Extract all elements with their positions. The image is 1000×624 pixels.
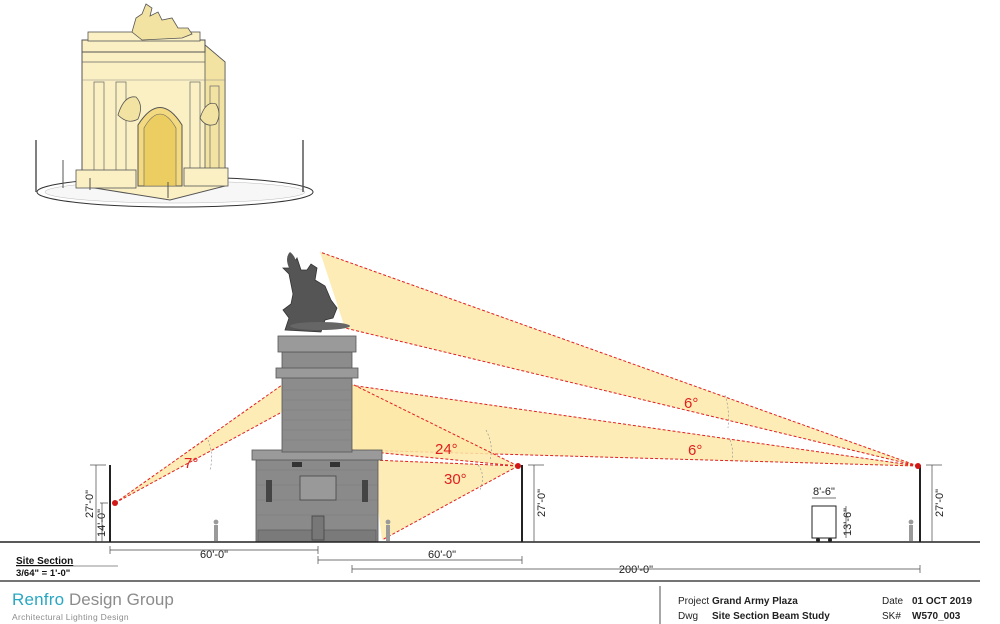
angle-upper-beam-top: 6°: [684, 395, 698, 412]
beam-mid-lower: [372, 460, 518, 540]
section-title: Site Section: [16, 556, 74, 567]
light-poles: [109, 463, 921, 542]
statue-silhouette: [282, 257, 338, 333]
light-beams: [114, 251, 919, 541]
arch-perspective-sketch: [35, 3, 314, 208]
dim-right-distance: 200'-0": [619, 564, 653, 576]
truck-and-figures: [213, 505, 914, 542]
project-label: Project: [678, 596, 710, 607]
dimension-lines: [90, 464, 942, 573]
dwg-value: Site Section Beam Study: [712, 611, 830, 622]
brand-tagline: Architectural Lighting Design: [12, 612, 129, 622]
date-value: 01 OCT 2019: [912, 596, 973, 607]
dim-left-light-height: 14'-0": [96, 509, 108, 537]
angle-mid-upper: 24°: [435, 441, 458, 458]
dim-truck-height: 13'-6": [842, 508, 854, 536]
dim-left-pole-height: 27'-0": [84, 490, 96, 518]
section-scale: 3/64" = 1'-0": [16, 568, 71, 579]
dim-right-pole-height: 27'-0": [934, 489, 946, 517]
project-value: Grand Army Plaza: [712, 596, 798, 607]
angle-left-beam: 7°: [184, 455, 198, 472]
sk-label: SK#: [882, 611, 901, 622]
dim-mid-distance: 60'-0": [428, 549, 456, 561]
brand-logo: Renfro Design Group Architectural Lighti…: [12, 590, 174, 622]
brand-name-part2: Design Group: [64, 590, 174, 609]
sk-value: W570_003: [912, 611, 961, 622]
brand-name-part1: Renfro: [12, 590, 65, 609]
angle-mid-lower: 30°: [444, 471, 467, 488]
angle-upper-beam-lower: 6°: [688, 442, 702, 459]
dwg-label: Dwg: [678, 611, 699, 622]
dim-mid-pole-height: 27'-0": [536, 489, 548, 517]
date-label: Date: [882, 596, 904, 607]
monument-section: [251, 252, 383, 543]
dim-truck-width: 8'-6": [813, 486, 835, 498]
dim-left-distance: 60'-0": [200, 549, 228, 561]
